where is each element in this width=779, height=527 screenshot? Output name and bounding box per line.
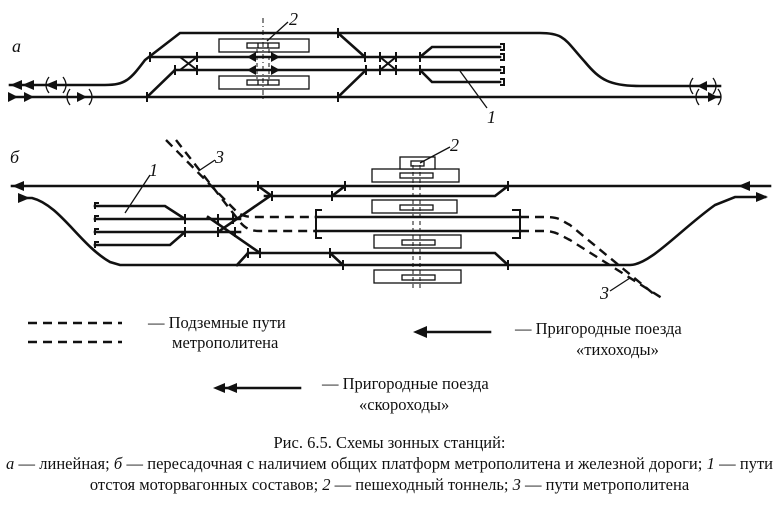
a-callout-1: 1 bbox=[487, 107, 496, 127]
legend-fast-arrow-head-1 bbox=[213, 383, 225, 393]
a-callout-line-2 bbox=[266, 21, 289, 42]
caption-key-1: 1 bbox=[706, 454, 715, 473]
caption-title: Рис. 6.5. Схемы зонных станций: bbox=[273, 433, 506, 452]
caption-body: а — линейная; б — пересадочная с наличие… bbox=[0, 453, 779, 495]
b-callout-line-3-bottom bbox=[609, 277, 631, 292]
caption-text-a: — линейная; bbox=[14, 454, 114, 473]
b-track-lower-link bbox=[235, 251, 250, 267]
legend-fast-arrow-head-2 bbox=[225, 383, 237, 393]
figure-caption: Рис. 6.5. Схемы зонных станций: а — лине… bbox=[0, 432, 779, 495]
a-connector-right-top bbox=[336, 31, 367, 59]
a-slow-train-arrows-right bbox=[697, 81, 718, 102]
a-callout-line-1 bbox=[459, 70, 488, 109]
b-pedestrian-tunnel bbox=[399, 156, 436, 290]
b-slow-train-arrows bbox=[12, 181, 768, 203]
a-buffer-stops bbox=[500, 43, 505, 86]
legend-slow-label-1: — Пригородные поезда bbox=[515, 319, 682, 338]
a-sidings bbox=[418, 45, 502, 84]
legend-metro-label-2: метрополитена bbox=[172, 333, 279, 352]
b-metro-dashed-right-2 bbox=[520, 229, 666, 302]
b-metro-dashed-left-2 bbox=[175, 139, 316, 233]
caption-key-3: 3 bbox=[512, 475, 521, 494]
caption-key-a: а bbox=[6, 454, 15, 473]
a-crossover-right bbox=[379, 56, 397, 71]
b-track-lower-platform bbox=[246, 251, 510, 267]
legend-graphics bbox=[28, 321, 492, 393]
b-callout-3-bottom: 3 bbox=[599, 283, 609, 303]
b-metro-dashed-right-1 bbox=[520, 215, 656, 296]
b-callout-1: 1 bbox=[149, 160, 158, 180]
legend-slow-arrow-head bbox=[413, 326, 427, 338]
b-track-outer-loop bbox=[20, 195, 767, 267]
b-track-upper-link bbox=[256, 184, 274, 198]
a-train-stop-arrows bbox=[247, 52, 280, 75]
b-buffer-stops bbox=[94, 202, 99, 248]
b-callout-line-3-top bbox=[199, 159, 216, 171]
panel-a-linear-station: а bbox=[8, 9, 722, 127]
b-track-upper-link2 bbox=[330, 184, 347, 198]
b-metro-dashed-left-1 bbox=[165, 139, 316, 219]
b-callout-2: 2 bbox=[450, 135, 459, 155]
a-track-upper-main bbox=[8, 31, 722, 88]
a-switch-ticks bbox=[146, 28, 421, 102]
legend-fast-label-2: «скороходы» bbox=[359, 395, 450, 414]
b-callout-line-2 bbox=[419, 146, 451, 164]
b-track-upper-platform bbox=[263, 184, 510, 198]
panel-b-label: б bbox=[10, 147, 20, 167]
a-callout-2: 2 bbox=[289, 9, 298, 29]
b-callout-line-1 bbox=[124, 174, 151, 214]
b-switch-ticks bbox=[184, 181, 509, 270]
a-optional-arrow-brackets-right bbox=[689, 77, 722, 106]
b-callout-3-top: 3 bbox=[214, 147, 224, 167]
panel-b-interchange-station: б bbox=[10, 135, 772, 303]
a-pedestrian-tunnel bbox=[246, 18, 280, 100]
caption-text-b: — пересадочная с наличием общих платформ… bbox=[122, 454, 707, 473]
caption-text-1: — пути отстоя моторвагонных составов; bbox=[89, 454, 774, 494]
caption-text-3: — пути метрополитена bbox=[520, 475, 690, 494]
legend-metro-label-1: — Подземные пути bbox=[148, 313, 286, 332]
a-connector-left-bottom bbox=[145, 68, 177, 99]
a-connector-right-bottom bbox=[336, 68, 368, 99]
a-crossover-left bbox=[179, 56, 198, 71]
b-track-lower-link2 bbox=[328, 251, 345, 267]
caption-key-b: б bbox=[113, 454, 123, 473]
caption-text-2: — пешеходный тоннель; bbox=[330, 475, 513, 494]
station-schemes-diagram: а bbox=[8, 9, 772, 393]
b-diagonal-1 bbox=[216, 194, 272, 234]
panel-a-label: а bbox=[12, 36, 21, 56]
b-sidings bbox=[93, 204, 242, 247]
a-optional-arrow-brackets-left bbox=[45, 76, 93, 106]
caption-key-2: 2 bbox=[322, 475, 331, 494]
b-metro-buffers bbox=[315, 209, 521, 239]
legend-fast-label-1: — Пригородные поезда bbox=[322, 374, 489, 393]
legend-slow-label-2: «тихоходы» bbox=[576, 340, 659, 359]
a-fast-train-arrows-left bbox=[8, 80, 87, 102]
